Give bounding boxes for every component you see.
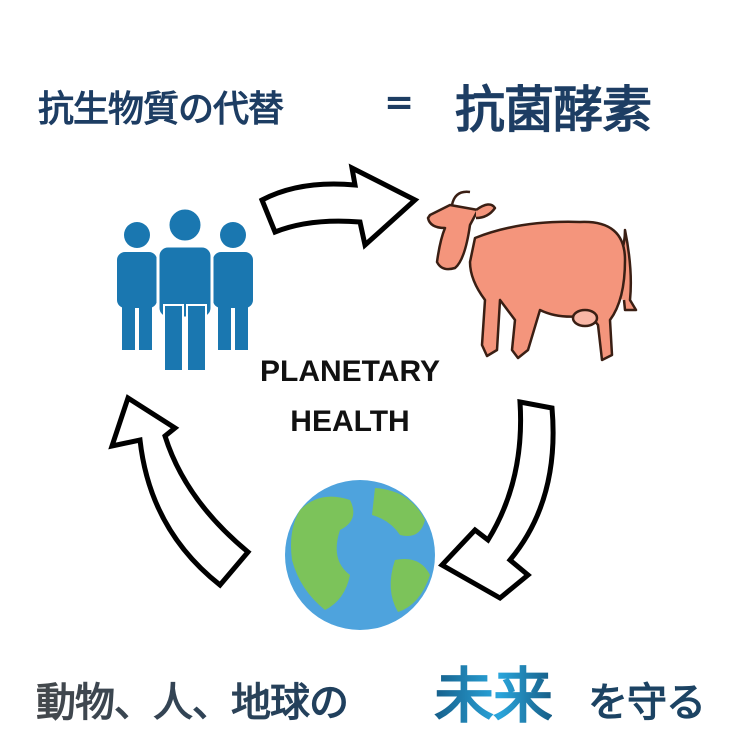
- header-equals: =: [384, 82, 415, 123]
- people-icon: [117, 206, 253, 372]
- cow-icon: [426, 190, 638, 362]
- center-label-line2: HEALTH: [290, 405, 410, 438]
- footer-text-part2: を守る: [588, 680, 706, 726]
- cycle-arrow-icon: [258, 163, 420, 250]
- footer-text-part1: 動物、人、地球の: [36, 670, 349, 728]
- cycle-arrow-icon: [437, 398, 556, 602]
- header-left-text: 抗生物質の代替: [38, 89, 284, 130]
- footer-highlight: 未来: [434, 648, 553, 735]
- earth-globe-icon: [285, 480, 435, 630]
- cycle-arrow-icon: [108, 394, 252, 589]
- center-label-line1: PLANETARY: [260, 355, 440, 388]
- header-right-text: 抗菌酵素: [455, 81, 652, 139]
